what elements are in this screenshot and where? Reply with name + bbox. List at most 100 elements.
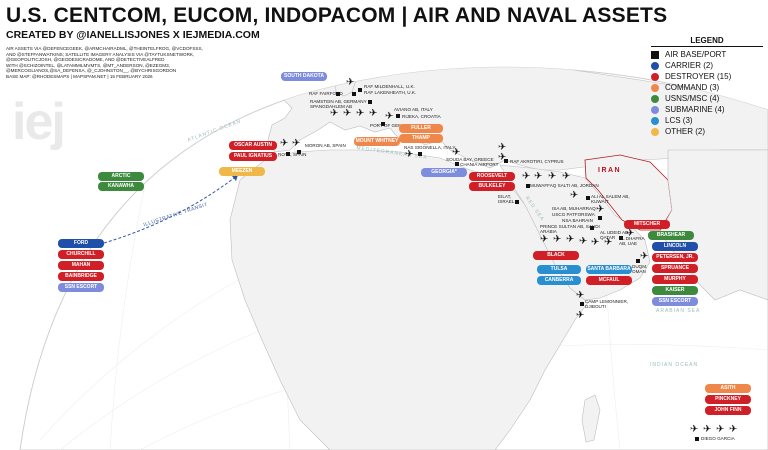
plane-icon: ✈ (534, 171, 543, 182)
base-label: RAF MILDENHALL, U.K. (364, 84, 415, 89)
plane-icon: ✈ (498, 142, 507, 153)
plane-icon: ✈ (292, 138, 301, 149)
ship-pill-usns[interactable]: KAISER (652, 286, 698, 295)
plane-icon: ✈ (566, 234, 575, 245)
ship-pill-destroyer[interactable]: BAINBRIDGE (58, 272, 104, 281)
base-marker (636, 259, 640, 263)
ship-pill-destroyer[interactable]: BULKELEY (469, 182, 515, 191)
plane-icon: ✈ (626, 228, 635, 239)
plane-icon: ✈ (369, 108, 378, 119)
credit-line: AND @STEFFANWATKINS; SATELLITE IMAGERY A… (6, 51, 195, 57)
ship-pill-submarine[interactable]: SSN ESCORT (58, 283, 104, 292)
ship-pill-destroyer[interactable]: BLACK (533, 251, 579, 260)
ship-pill-lcs[interactable]: SANTA BARBARA (586, 265, 632, 274)
ship-pill-usns[interactable]: KANAWHA (98, 182, 144, 191)
legend-label: OTHER (2) (665, 127, 705, 136)
credits: AIR ASSETS VIA @DEFENCEGEEK, @ARMCHAIRAD… (6, 46, 306, 80)
base-label: AL DHAFRA AB, UAE (619, 236, 645, 246)
ship-pill-destroyer[interactable]: CHURCHILL (58, 250, 104, 259)
ship-pill-usns[interactable]: ARCTIC (98, 172, 144, 181)
dot-icon (651, 94, 659, 103)
base-marker (336, 92, 340, 96)
legend-item-carrier: CARRIER (2) (651, 60, 763, 71)
base-marker (515, 200, 519, 204)
ship-pill-destroyer[interactable]: MITSCHER (624, 220, 670, 229)
plane-icon: ✈ (576, 290, 585, 301)
plane-icon: ✈ (640, 251, 649, 262)
plane-icon: ✈ (522, 171, 531, 182)
ship-pill-destroyer[interactable]: SPRUANCE (652, 264, 698, 273)
plane-icon: ✈ (596, 204, 605, 215)
plane-icon: ✈ (576, 310, 585, 321)
dot-icon (651, 127, 659, 136)
plane-icon: ✈ (548, 171, 557, 182)
base-label: AL UDEID AB, QATAR (600, 230, 630, 240)
plane-icon: ✈ (540, 234, 549, 245)
ship-pill-submarine[interactable]: SSN ESCORT (652, 297, 698, 306)
legend-item-lcs: LCS (3) (651, 115, 763, 126)
plane-icon: ✈ (570, 190, 579, 201)
base-marker (504, 159, 508, 163)
base-marker (586, 196, 590, 200)
base-marker (526, 184, 530, 188)
ship-pill-destroyer[interactable]: PAUL IGNATIUS (229, 152, 277, 161)
ship-pill-carrier[interactable]: LINCOLN (652, 242, 698, 251)
ship-pill-destroyer[interactable]: PINCKNEY (705, 395, 751, 404)
plane-icon: ✈ (579, 236, 588, 247)
base-label: NSA BAHRAIN (562, 218, 593, 223)
base-marker (598, 216, 602, 220)
credit-line: BASE MAP: @RHODESMAPS | MAPSPAM.NET | 15… (6, 73, 153, 79)
plane-icon: ✈ (591, 237, 600, 248)
base-label: PRINCE SULTAN AB, SAUDI ARABIA (540, 224, 600, 234)
watermark: iej (12, 93, 66, 151)
base-label: ALI AL SALEM AB, KUWAIT (591, 194, 630, 204)
ship-pill-destroyer[interactable]: MCFAUL (586, 276, 632, 285)
ship-pill-destroyer[interactable]: ROOSEVELT (469, 172, 515, 181)
ship-pill-command[interactable]: ASITH (705, 384, 751, 393)
base-label: DUQM, OMAN (632, 264, 648, 274)
plane-icon: ✈ (729, 424, 738, 435)
ship-pill-destroyer[interactable]: MURPHY (652, 275, 698, 284)
credit-line: AIR ASSETS VIA @DEFENCEGEEK, @ARMCHAIRAD… (6, 46, 203, 51)
plane-icon: ✈ (405, 149, 414, 160)
plane-icon: ✈ (553, 234, 562, 245)
credit-line: @GEOPOLITICJOSH, @GEODESICRADOME, AND @D… (6, 57, 165, 63)
legend-title: LEGEND (651, 36, 763, 47)
ship-pill-submarine[interactable]: GEORGIA* (421, 168, 467, 177)
base-marker (396, 114, 400, 118)
legend-label: LCS (3) (665, 116, 693, 125)
region-arabian-sea: ARABIAN SEA (656, 308, 701, 314)
ship-pill-command[interactable]: MOUNT WHITNEY (354, 137, 400, 146)
ship-pill-destroyer[interactable]: MAHAN (58, 261, 104, 270)
ship-pill-destroyer[interactable]: PETERSEN, JR. (652, 253, 698, 262)
base-marker (695, 437, 699, 441)
plane-icon: ✈ (343, 108, 352, 119)
base-label: AVIANO AB, ITALY (394, 107, 433, 112)
base-label: ROTA, SPAIN (278, 152, 307, 157)
legend-label: SUBMARINE (4) (665, 105, 725, 114)
base-marker (619, 236, 623, 240)
legend: LEGEND AIR BASE/PORT CARRIER (2) DESTROY… (651, 36, 763, 137)
ship-pill-command[interactable]: THAMP (399, 134, 443, 143)
ship-pill-usns[interactable]: BRASHEAR (648, 231, 694, 240)
base-marker (368, 100, 372, 104)
credit-line: WITH @SCHIZOINTEL, @LATAMMILMVMTS, @MT_A… (6, 62, 170, 68)
ship-pill-destroyer[interactable]: JOHN FINN (705, 406, 751, 415)
ship-pill-carrier[interactable]: FORD (58, 239, 104, 248)
base-label: EILAT, ISRAEL (498, 194, 515, 204)
base-label: MUWAFFAQ SALTI AB, JORDAN (530, 183, 599, 188)
base-marker (352, 92, 356, 96)
legend-item-usns: USNS/MSC (4) (651, 93, 763, 104)
legend-label: DESTROYER (15) (665, 72, 732, 81)
dot-icon (651, 61, 659, 70)
ship-pill-lcs[interactable]: CANBERRA (537, 276, 581, 285)
ship-pill-command[interactable]: FULLER (399, 124, 443, 133)
ship-pill-other[interactable]: MEEZEN (219, 167, 265, 176)
ship-pill-lcs[interactable]: TULSA (537, 265, 581, 274)
base-label: ISA AB, MUHARRAQ (552, 206, 596, 211)
ship-pill-submarine[interactable]: SOUTH DAKOTA (281, 72, 327, 81)
base-marker (297, 150, 301, 154)
land-madagascar (581, 394, 601, 443)
ship-pill-destroyer[interactable]: OSCAR AUSTIN (229, 141, 277, 150)
